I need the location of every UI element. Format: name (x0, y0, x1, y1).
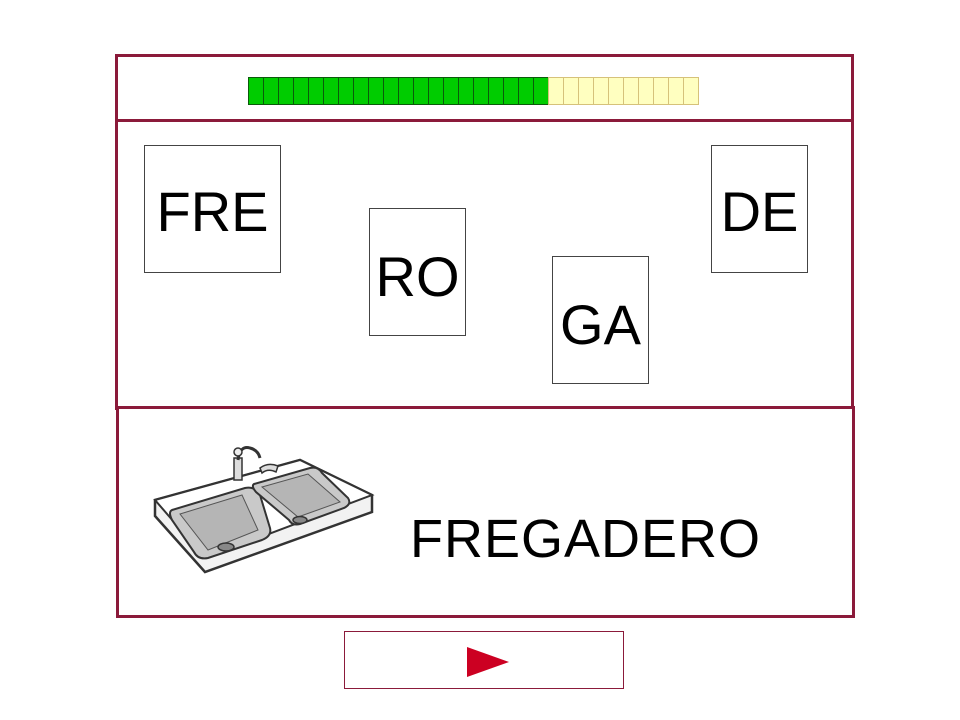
progress-segment-pending (653, 77, 669, 105)
progress-segment-pending (563, 77, 579, 105)
syllable-tile-label: RO (375, 245, 460, 308)
progress-bar (248, 77, 699, 105)
progress-segment-complete (458, 77, 474, 105)
progress-segment-pending (593, 77, 609, 105)
syllable-tile-de[interactable]: DE (711, 145, 808, 273)
syllable-tile-ga[interactable]: GA (552, 256, 649, 384)
progress-segment-complete (518, 77, 534, 105)
progress-segment-complete (248, 77, 264, 105)
progress-segment-complete (503, 77, 519, 105)
progress-segment-complete (428, 77, 444, 105)
syllable-tile-label: GA (560, 293, 641, 356)
progress-segment-complete (353, 77, 369, 105)
progress-segment-pending (668, 77, 684, 105)
progress-segment-pending (578, 77, 594, 105)
kitchen-sink-image (150, 440, 375, 585)
progress-segment-pending (683, 77, 699, 105)
syllable-tile-ro[interactable]: RO (369, 208, 466, 336)
progress-segment-pending (548, 77, 564, 105)
progress-segment-complete (383, 77, 399, 105)
progress-segment-complete (413, 77, 429, 105)
progress-segment-complete (293, 77, 309, 105)
answer-word: FREGADERO (410, 509, 762, 569)
progress-segment-complete (398, 77, 414, 105)
progress-segment-pending (623, 77, 639, 105)
syllable-tile-fre[interactable]: FRE (144, 145, 281, 273)
progress-segment-complete (278, 77, 294, 105)
syllable-tile-label: FRE (156, 180, 269, 243)
progress-segment-complete (368, 77, 384, 105)
progress-segment-complete (308, 77, 324, 105)
progress-segment-complete (473, 77, 489, 105)
progress-segment-complete (338, 77, 354, 105)
next-button[interactable] (344, 631, 624, 689)
progress-segment-complete (263, 77, 279, 105)
progress-segment-complete (323, 77, 339, 105)
play-arrow-icon (467, 647, 509, 677)
syllable-tile-label: DE (720, 180, 799, 243)
progress-segment-complete (488, 77, 504, 105)
progress-segment-pending (608, 77, 624, 105)
progress-segment-pending (638, 77, 654, 105)
progress-segment-complete (443, 77, 459, 105)
progress-segment-complete (533, 77, 549, 105)
